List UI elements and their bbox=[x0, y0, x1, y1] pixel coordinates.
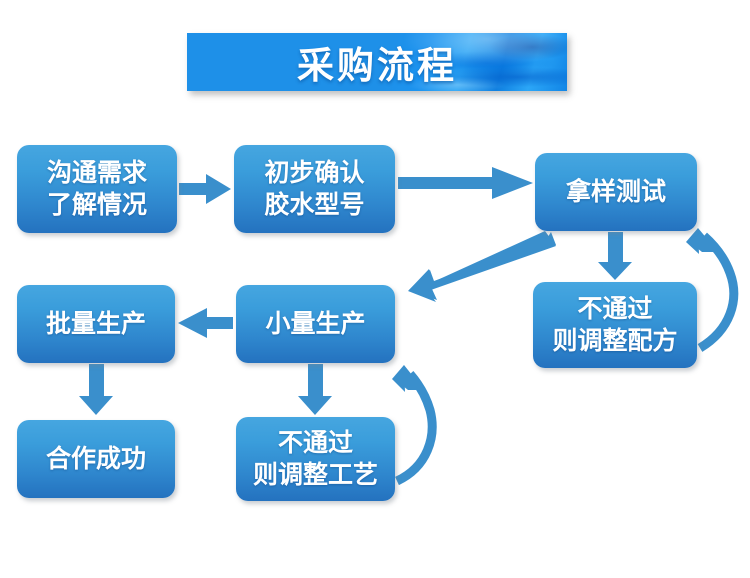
arrow-adjust-process-loop-to-small-batch bbox=[392, 365, 437, 486]
banner-water-texture bbox=[187, 33, 567, 91]
node-line: 胶水型号 bbox=[264, 191, 365, 219]
node-line: 合作成功 bbox=[45, 445, 146, 473]
arrow-small-batch-to-mass-production bbox=[178, 308, 233, 338]
arrow-small-batch-to-adjust-process bbox=[298, 364, 332, 415]
arrow-communicate-to-confirm bbox=[179, 174, 231, 204]
arrow-mass-production-to-success bbox=[79, 364, 113, 415]
node-mass-production[interactable]: 批量生产 bbox=[17, 285, 175, 363]
node-line: 小量生产 bbox=[265, 310, 366, 338]
node-sample-test[interactable]: 拿样测试 bbox=[535, 153, 697, 231]
node-communicate-needs[interactable]: 沟通需求 了解情况 bbox=[17, 145, 177, 233]
arrow-adjust-formula-loop-to-sample-test bbox=[686, 228, 739, 352]
arrow-sample-test-to-small-batch bbox=[408, 231, 556, 302]
node-line: 则调整工艺 bbox=[252, 461, 378, 489]
arrow-confirm-to-sample-test bbox=[398, 167, 533, 199]
node-line: 不通过 bbox=[277, 429, 353, 457]
node-initial-confirm-glue[interactable]: 初步确认 胶水型号 bbox=[234, 145, 395, 233]
node-line: 沟通需求 bbox=[46, 159, 147, 187]
node-small-batch-production[interactable]: 小量生产 bbox=[236, 285, 395, 363]
node-fail-adjust-formula[interactable]: 不通过 则调整配方 bbox=[533, 282, 697, 368]
arrow-sample-test-to-adjust-formula bbox=[598, 232, 632, 280]
node-line: 初步确认 bbox=[264, 159, 365, 187]
page-title: 采购流程 bbox=[297, 45, 457, 86]
node-line: 拿样测试 bbox=[565, 178, 666, 206]
node-fail-adjust-process[interactable]: 不通过 则调整工艺 bbox=[236, 417, 395, 501]
node-line: 则调整配方 bbox=[552, 327, 678, 355]
node-line: 了解情况 bbox=[46, 191, 147, 219]
node-line: 不通过 bbox=[577, 295, 653, 323]
node-cooperation-success[interactable]: 合作成功 bbox=[17, 420, 175, 498]
node-line: 批量生产 bbox=[45, 310, 146, 338]
title-banner: 采购流程 bbox=[187, 33, 567, 91]
